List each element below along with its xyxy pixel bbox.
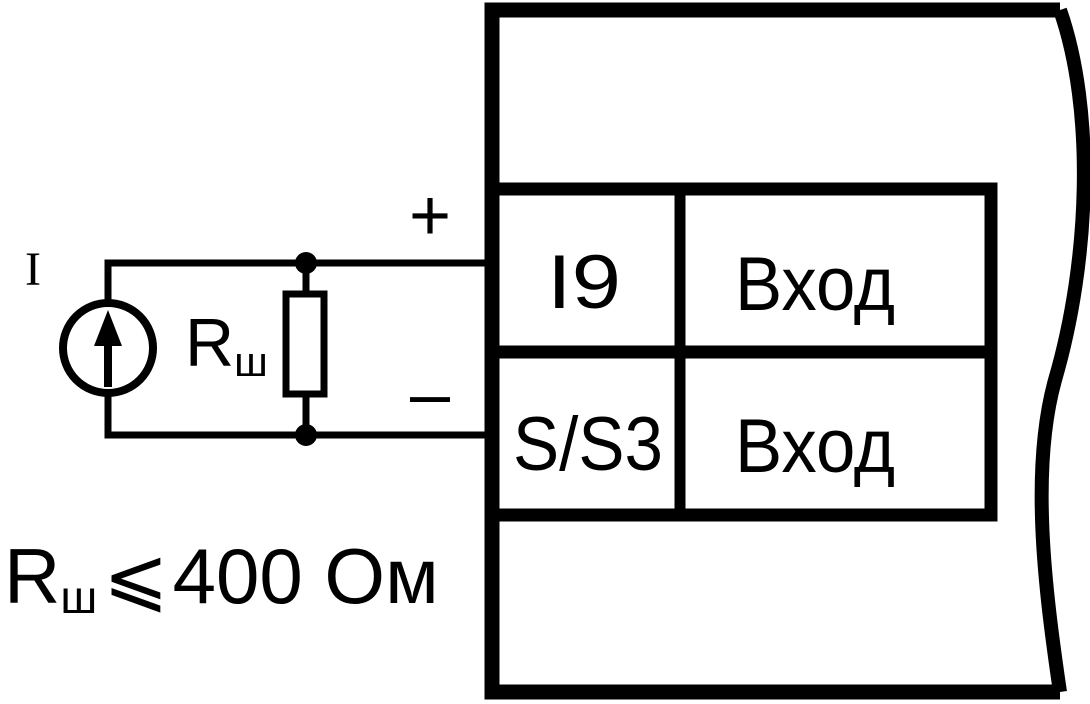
plus-sign: + <box>409 176 451 256</box>
shunt-resistor <box>282 290 328 398</box>
current-source-label: I <box>25 243 41 296</box>
resistance-condition: Rш⩽400 Ом <box>4 532 439 623</box>
junction-dot-bottom <box>295 424 317 446</box>
terminal-block <box>485 182 998 522</box>
resistor-label: Rш <box>185 305 268 385</box>
terminal-name-1: I9 <box>547 240 621 325</box>
terminal-description-1: Вход <box>735 242 895 327</box>
minus-sign: – <box>410 354 451 434</box>
junction-dot-top <box>295 252 317 274</box>
device-break-line <box>1034 7 1090 694</box>
terminal-name-2: S/S3 <box>513 402 663 487</box>
terminal-description-2: Вход <box>735 404 895 489</box>
current-source-icon <box>59 299 157 397</box>
